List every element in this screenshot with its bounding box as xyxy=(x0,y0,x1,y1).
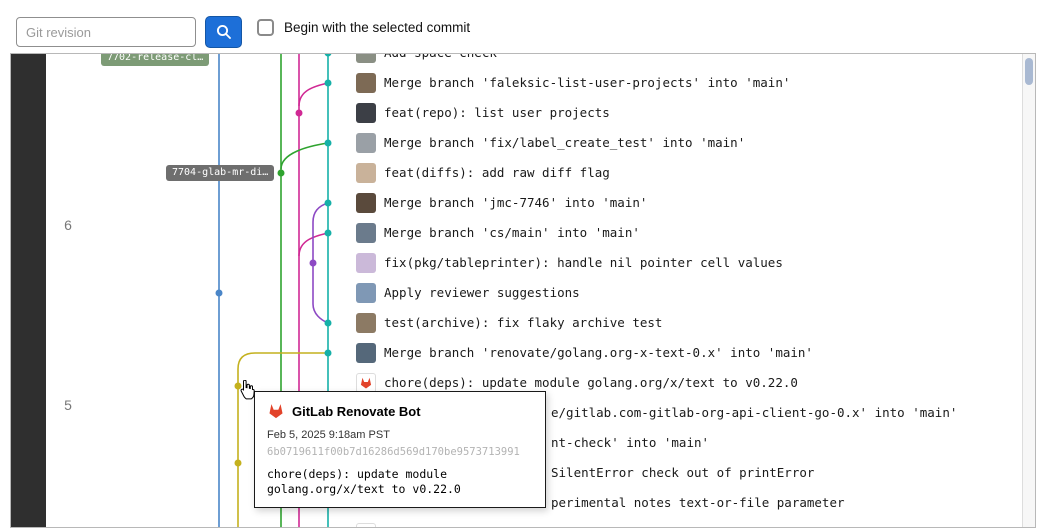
toolbar: Begin with the selected commit xyxy=(0,0,1058,53)
commit-row[interactable]: Apply reviewer suggestions xyxy=(11,278,1035,308)
avatar xyxy=(356,373,376,393)
avatar xyxy=(356,523,376,527)
commit-message: feat(diffs): add raw diff flag xyxy=(384,165,610,180)
begin-with-selected-commit-checkbox[interactable] xyxy=(257,19,274,36)
commit-dot[interactable] xyxy=(277,169,285,177)
commit-row[interactable]: feat(diffs): add raw diff flag xyxy=(11,158,1035,188)
commit-dot[interactable] xyxy=(324,139,332,147)
tooltip-message: chore(deps): update module golang.org/x/… xyxy=(267,467,533,497)
scrollbar-thumb[interactable] xyxy=(1025,58,1033,85)
branch-line-yellow xyxy=(237,352,326,527)
avatar xyxy=(356,223,376,243)
commit-message: Apply reviewer suggestions xyxy=(384,285,580,300)
commit-message: SilentError check out of printError xyxy=(551,465,815,480)
commit-dot[interactable] xyxy=(324,349,332,357)
tooltip-header: GitLab Renovate Bot xyxy=(267,402,533,420)
avatar xyxy=(356,163,376,183)
commit-message: Merge branch 'renovate/golang.org-x-text… xyxy=(384,345,813,360)
commit-row[interactable]: Merge branch 'faleksic-list-user-project… xyxy=(11,68,1035,98)
tooltip-message-line2: golang.org/x/text to v0.22.0 xyxy=(267,481,461,496)
gutter-marker: 5 xyxy=(64,397,72,413)
avatar xyxy=(356,283,376,303)
commit-message: Merge branch 'faleksic-list-user-project… xyxy=(384,75,791,90)
commit-message: Merge branch 'cs/main' into 'main' xyxy=(384,225,640,240)
commit-dot[interactable] xyxy=(295,109,303,117)
commit-dot[interactable] xyxy=(324,79,332,87)
avatar xyxy=(356,343,376,363)
commit-dot[interactable] xyxy=(309,259,317,267)
avatar xyxy=(356,54,376,63)
commit-dot-hovered[interactable] xyxy=(234,382,242,390)
branch-label[interactable]: 7704-glab-mr-di… xyxy=(166,165,274,181)
avatar xyxy=(356,253,376,273)
git-revision-input[interactable] xyxy=(16,17,196,47)
commit-row[interactable]: perimental notes text-or-file parameter xyxy=(11,488,1035,518)
avatar xyxy=(356,133,376,153)
gitlab-tanuki-icon xyxy=(269,404,283,419)
commit-row[interactable]: Merge branch 'fix/label_create_test' int… xyxy=(11,128,1035,158)
commit-row[interactable]: nt-check' into 'main' xyxy=(11,428,1035,458)
minimap[interactable] xyxy=(11,54,46,527)
commit-row[interactable]: test(archive): fix flaky archive test xyxy=(11,308,1035,338)
search-icon xyxy=(216,24,231,39)
commit-message: e/gitlab.com-gitlab-org-api-client-go-0.… xyxy=(551,405,958,420)
merge-elbow-green xyxy=(280,142,329,170)
tooltip-commit-hash: 6b0719611f00b7d16286d569d170be9573713991 xyxy=(267,446,520,458)
commit-message: Add space check xyxy=(384,54,497,60)
commit-dot[interactable] xyxy=(215,289,223,297)
gitlab-tanuki-icon xyxy=(360,377,372,389)
avatar xyxy=(356,313,376,333)
commit-message: test(archive): fix flaky archive test xyxy=(384,315,663,330)
commit-message: perimental notes text-or-file parameter xyxy=(551,495,845,510)
commit-dot[interactable] xyxy=(234,459,242,467)
commit-message: feat(repo): list user projects xyxy=(384,105,610,120)
avatar xyxy=(356,193,376,213)
commit-message: chore(deps): update module golang.org/x/… xyxy=(384,375,798,390)
search-button[interactable] xyxy=(205,16,242,48)
commit-row[interactable] xyxy=(11,518,1035,527)
commit-row[interactable]: fix(pkg/tableprinter): handle nil pointe… xyxy=(11,248,1035,278)
commit-row[interactable]: Merge branch 'renovate/golang.org-x-text… xyxy=(11,338,1035,368)
commit-graph-panel: 6 5 xyxy=(10,53,1036,528)
tooltip-author: GitLab Renovate Bot xyxy=(292,403,421,419)
vertical-scrollbar[interactable] xyxy=(1022,54,1035,527)
commit-row[interactable]: SilentError check out of printError xyxy=(11,458,1035,488)
commit-message: nt-check' into 'main' xyxy=(551,435,710,450)
commit-row[interactable]: chore(deps): update module golang.org/x/… xyxy=(11,368,1035,398)
commit-row[interactable]: Merge branch 'cs/main' into 'main' xyxy=(11,218,1035,248)
commit-row[interactable]: Merge branch 'jmc-7746' into 'main' xyxy=(11,188,1035,218)
commit-message: Merge branch 'jmc-7746' into 'main' xyxy=(384,195,648,210)
hand-cursor-icon xyxy=(240,380,255,400)
tooltip-message-line1: chore(deps): update module xyxy=(267,467,448,481)
commit-row[interactable]: feat(repo): list user projects xyxy=(11,98,1035,128)
commit-graph xyxy=(215,54,332,527)
commit-dot[interactable] xyxy=(324,199,332,207)
commit-row[interactable]: Add space check xyxy=(11,54,1035,68)
avatar xyxy=(356,103,376,123)
commit-dot[interactable] xyxy=(324,319,332,327)
tooltip-date: Feb 5, 2025 9:18am PST xyxy=(267,429,390,441)
commit-message: Merge branch 'fix/label_create_test' int… xyxy=(384,135,746,150)
commit-dot[interactable] xyxy=(324,229,332,237)
avatar xyxy=(356,73,376,93)
commit-row[interactable]: e/gitlab.com-gitlab-org-api-client-go-0.… xyxy=(11,398,1035,428)
branch-label[interactable]: 7702-release-cl… xyxy=(101,54,209,66)
commit-dot[interactable] xyxy=(324,54,332,57)
commit-tooltip: GitLab Renovate Bot Feb 5, 2025 9:18am P… xyxy=(254,391,546,508)
gutter-marker: 6 xyxy=(64,217,72,233)
begin-with-selected-commit-label: Begin with the selected commit xyxy=(284,20,471,35)
commit-message: fix(pkg/tableprinter): handle nil pointe… xyxy=(384,255,783,270)
